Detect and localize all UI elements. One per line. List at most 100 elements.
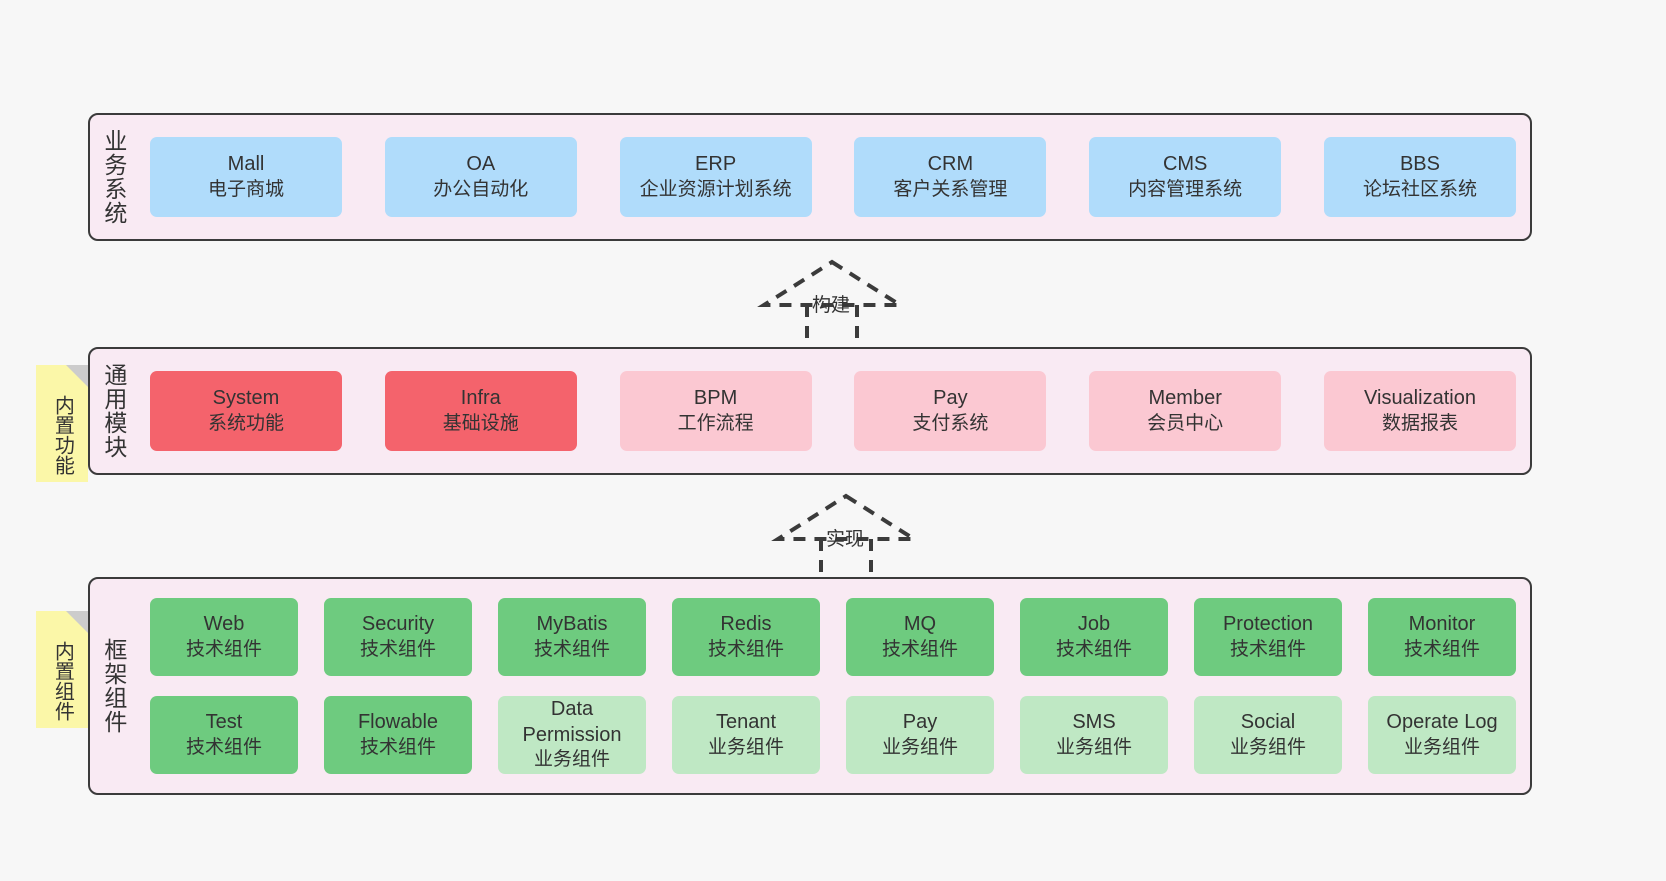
card-data-permission-subtitle: 业务组件 (533, 749, 610, 771)
layer-business-body: Mall 电子商城 OA 办公自动化 ERP 企业资源计划系统 CRM 客户关系… (136, 115, 1530, 239)
layer-framework-components: 框架组件 Web 技术组件 Security 技术组件 MyBatis 技术组件… (88, 577, 1532, 795)
sticky-note-builtin-features-label: 内置功能 (51, 394, 74, 475)
card-erp-subtitle: 企业资源计划系统 (639, 178, 792, 200)
card-monitor-title: Monitor (1408, 613, 1476, 636)
card-pay-component-subtitle: 业务组件 (881, 736, 958, 758)
card-monitor[interactable]: Monitor 技术组件 (1368, 598, 1516, 676)
card-visualization-subtitle: 数据报表 (1381, 412, 1458, 434)
card-monitor-subtitle: 技术组件 (1403, 638, 1480, 660)
card-mq[interactable]: MQ 技术组件 (846, 598, 994, 676)
card-test[interactable]: Test 技术组件 (150, 696, 298, 774)
card-operate-log-subtitle: 业务组件 (1403, 736, 1480, 758)
sticky-note-builtin-components: 内置组件 (36, 611, 88, 728)
card-bpm-title: BPM (693, 387, 738, 410)
card-member-subtitle: 会员中心 (1147, 412, 1224, 434)
card-system[interactable]: System 系统功能 (150, 371, 342, 451)
card-erp[interactable]: ERP 企业资源计划系统 (619, 137, 812, 217)
card-redis[interactable]: Redis 技术组件 (672, 598, 820, 676)
card-oa-title: OA (466, 153, 496, 176)
card-social-title: Social (1240, 711, 1296, 734)
card-protection-title: Protection (1222, 613, 1314, 636)
card-tenant-subtitle: 业务组件 (707, 736, 784, 758)
card-member-title: Member (1148, 387, 1222, 410)
business-card-row: Mall 电子商城 OA 办公自动化 ERP 企业资源计划系统 CRM 客户关系… (150, 137, 1516, 217)
card-bbs[interactable]: BBS 论坛社区系统 (1323, 137, 1516, 217)
card-redis-subtitle: 技术组件 (707, 638, 784, 660)
connector-build-label: 构建 (812, 295, 851, 316)
card-mq-subtitle: 技术组件 (881, 638, 958, 660)
card-oa[interactable]: OA 办公自动化 (384, 137, 577, 217)
card-redis-title: Redis (720, 613, 772, 636)
card-operate-log[interactable]: Operate Log 业务组件 (1368, 696, 1516, 774)
modules-card-row: System 系统功能 Infra 基础设施 BPM 工作流程 Pay 支付系统… (150, 371, 1516, 451)
card-cms-subtitle: 内容管理系统 (1128, 178, 1243, 200)
sticky-note-builtin-features: 内置功能 (36, 365, 88, 482)
card-cms-title: CMS (1162, 153, 1208, 176)
layer-framework-title: 框架组件 (100, 638, 127, 734)
layer-business-title: 业务系统 (100, 129, 127, 225)
card-security-subtitle: 技术组件 (359, 638, 436, 660)
card-bbs-subtitle: 论坛社区系统 (1362, 178, 1477, 200)
card-infra-title: Infra (460, 387, 501, 410)
card-web-subtitle: 技术组件 (185, 638, 262, 660)
framework-card-row-2: Test 技术组件 Flowable 技术组件 Data Permission … (150, 696, 1516, 774)
card-job[interactable]: Job 技术组件 (1020, 598, 1168, 676)
card-test-title: Test (205, 711, 243, 734)
card-web[interactable]: Web 技术组件 (150, 598, 298, 676)
card-social[interactable]: Social 业务组件 (1194, 696, 1342, 774)
card-erp-title: ERP (695, 153, 737, 176)
card-visualization[interactable]: Visualization 数据报表 (1323, 371, 1516, 451)
sticky-fold-corner-icon (66, 611, 88, 633)
layer-modules-title: 通用模块 (100, 363, 127, 459)
card-flowable[interactable]: Flowable 技术组件 (324, 696, 472, 774)
layer-modules-body: System 系统功能 Infra 基础设施 BPM 工作流程 Pay 支付系统… (136, 349, 1530, 473)
card-sms-subtitle: 业务组件 (1055, 736, 1132, 758)
layer-framework-body: Web 技术组件 Security 技术组件 MyBatis 技术组件 Redi… (136, 579, 1530, 793)
card-member[interactable]: Member 会员中心 (1089, 371, 1282, 451)
card-infra[interactable]: Infra 基础设施 (384, 371, 577, 451)
card-system-title: System (212, 387, 280, 410)
card-bbs-title: BBS (1399, 153, 1440, 176)
card-visualization-title: Visualization (1364, 387, 1476, 410)
card-oa-subtitle: 办公自动化 (433, 178, 529, 200)
card-flowable-title: Flowable (357, 711, 439, 734)
card-sms-title: SMS (1072, 711, 1116, 734)
card-infra-subtitle: 基础设施 (442, 412, 519, 434)
connector-implement-label: 实现 (826, 529, 865, 550)
card-pay-module-subtitle: 支付系统 (912, 412, 989, 434)
card-job-subtitle: 技术组件 (1055, 638, 1132, 660)
card-crm[interactable]: CRM 客户关系管理 (854, 137, 1047, 217)
card-pay-module[interactable]: Pay 支付系统 (854, 371, 1047, 451)
sticky-fold-corner-icon (66, 365, 88, 387)
card-operate-log-title: Operate Log (1386, 711, 1498, 734)
card-system-subtitle: 系统功能 (207, 412, 284, 434)
card-mall-title: Mall (227, 153, 265, 176)
card-data-permission-title: Data Permission (522, 698, 622, 746)
card-sms[interactable]: SMS 业务组件 (1020, 696, 1168, 774)
card-protection[interactable]: Protection 技术组件 (1194, 598, 1342, 676)
card-flowable-subtitle: 技术组件 (359, 736, 436, 758)
card-pay-component[interactable]: Pay 业务组件 (846, 696, 994, 774)
card-tenant-title: Tenant (715, 711, 777, 734)
card-test-subtitle: 技术组件 (185, 736, 262, 758)
card-mybatis[interactable]: MyBatis 技术组件 (498, 598, 646, 676)
card-web-title: Web (203, 613, 245, 636)
layer-business-systems: 业务系统 Mall 电子商城 OA 办公自动化 ERP 企业资源计划系统 CRM (88, 113, 1532, 241)
card-tenant[interactable]: Tenant 业务组件 (672, 696, 820, 774)
card-pay-component-title: Pay (902, 711, 938, 734)
card-mq-title: MQ (903, 613, 937, 636)
card-protection-subtitle: 技术组件 (1229, 638, 1306, 660)
card-pay-module-title: Pay (933, 387, 968, 410)
card-bpm-subtitle: 工作流程 (677, 412, 754, 434)
framework-card-row-1: Web 技术组件 Security 技术组件 MyBatis 技术组件 Redi… (150, 598, 1516, 676)
card-security[interactable]: Security 技术组件 (324, 598, 472, 676)
card-mall[interactable]: Mall 电子商城 (150, 137, 342, 217)
card-bpm[interactable]: BPM 工作流程 (619, 371, 812, 451)
connector-implement-arrow (766, 492, 926, 578)
card-cms[interactable]: CMS 内容管理系统 (1089, 137, 1282, 217)
card-security-title: Security (361, 613, 435, 636)
card-mybatis-subtitle: 技术组件 (533, 638, 610, 660)
card-job-title: Job (1077, 613, 1111, 636)
card-data-permission[interactable]: Data Permission 业务组件 (498, 696, 646, 774)
connector-build-arrow (752, 258, 912, 344)
